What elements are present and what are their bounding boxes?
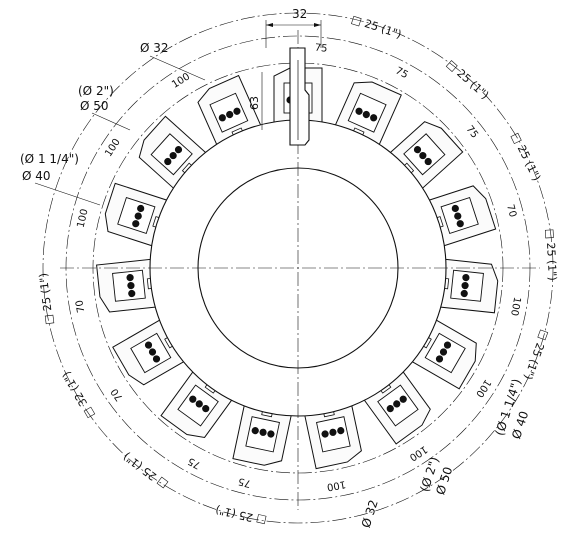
top-width-dimension: 32 xyxy=(265,7,322,48)
tool-length-label: 75 xyxy=(464,124,481,141)
ring-size-label: □ 25 (1") xyxy=(350,13,404,41)
tool-length-label: 75 xyxy=(186,455,202,471)
tool-length-label: 100 xyxy=(170,71,192,90)
bore-label-line: Ø 32 xyxy=(359,498,381,529)
bore-label-line: (Ø 2") xyxy=(78,84,114,98)
tool-length-label: 100 xyxy=(407,443,429,463)
tool-holder-station xyxy=(427,185,497,247)
ring-size-label: □ 25 (1") xyxy=(121,450,170,492)
ring-size-label: □ 25 (1") xyxy=(543,228,559,281)
bore-label-40-left: (Ø 1 1/4") Ø 40 xyxy=(20,152,101,206)
tool-length-label: 100 xyxy=(326,478,347,492)
bore-label-40-right: (Ø 1 1/4") Ø 40 xyxy=(492,377,531,441)
bore-label-32-top: Ø 32 xyxy=(140,41,206,81)
ring-size-label: □ 25 (1") xyxy=(444,57,491,101)
bore-label-line: (Ø 1 1/4") xyxy=(20,152,79,166)
tool-length-label: 70 xyxy=(74,299,87,313)
tool-length-label: 75 xyxy=(237,475,252,489)
ring-size-label: □ 25 (1") xyxy=(37,272,56,325)
tool-length-label: 75 xyxy=(393,65,409,81)
tool-holder-station xyxy=(439,258,499,314)
outer-reference-circle xyxy=(42,12,554,524)
tool-holder-station xyxy=(104,182,169,247)
bore-label-line: Ø 32 xyxy=(140,41,169,55)
tool-holder-station xyxy=(96,258,157,313)
bore-label-50-lower-right: (Ø 2") Ø 50 xyxy=(417,455,455,496)
tool-holder-station xyxy=(304,404,362,470)
top-width-label: 32 xyxy=(292,7,307,21)
ring-size-label: □ 25 (1") xyxy=(214,503,268,527)
ring-size-label: □ 25 (1") xyxy=(509,131,543,183)
bore-label-32-bottom: Ø 32 xyxy=(359,498,381,529)
tool-length-label: 75 xyxy=(314,43,328,55)
tool-length-label: 70 xyxy=(109,386,125,403)
ring-size-label: □ 25 (1") xyxy=(521,328,551,381)
tool-length-label: 100 xyxy=(76,208,91,229)
bore-label-line: Ø 50 xyxy=(80,99,109,113)
height-label: 63 xyxy=(248,96,261,110)
height-dimension: 63 xyxy=(248,72,263,130)
top-boring-bar xyxy=(289,47,310,146)
ring-size-label: □ 32 (1") xyxy=(60,369,97,421)
tool-length-label: 100 xyxy=(508,296,522,317)
bore-label-line: Ø 40 xyxy=(22,169,51,183)
tool-length-label: 100 xyxy=(103,137,123,159)
bore-label-50-upper-left: (Ø 2") Ø 50 xyxy=(78,84,131,131)
tool-length-label: 100 xyxy=(473,377,493,399)
tool-length-label: 70 xyxy=(504,203,518,218)
